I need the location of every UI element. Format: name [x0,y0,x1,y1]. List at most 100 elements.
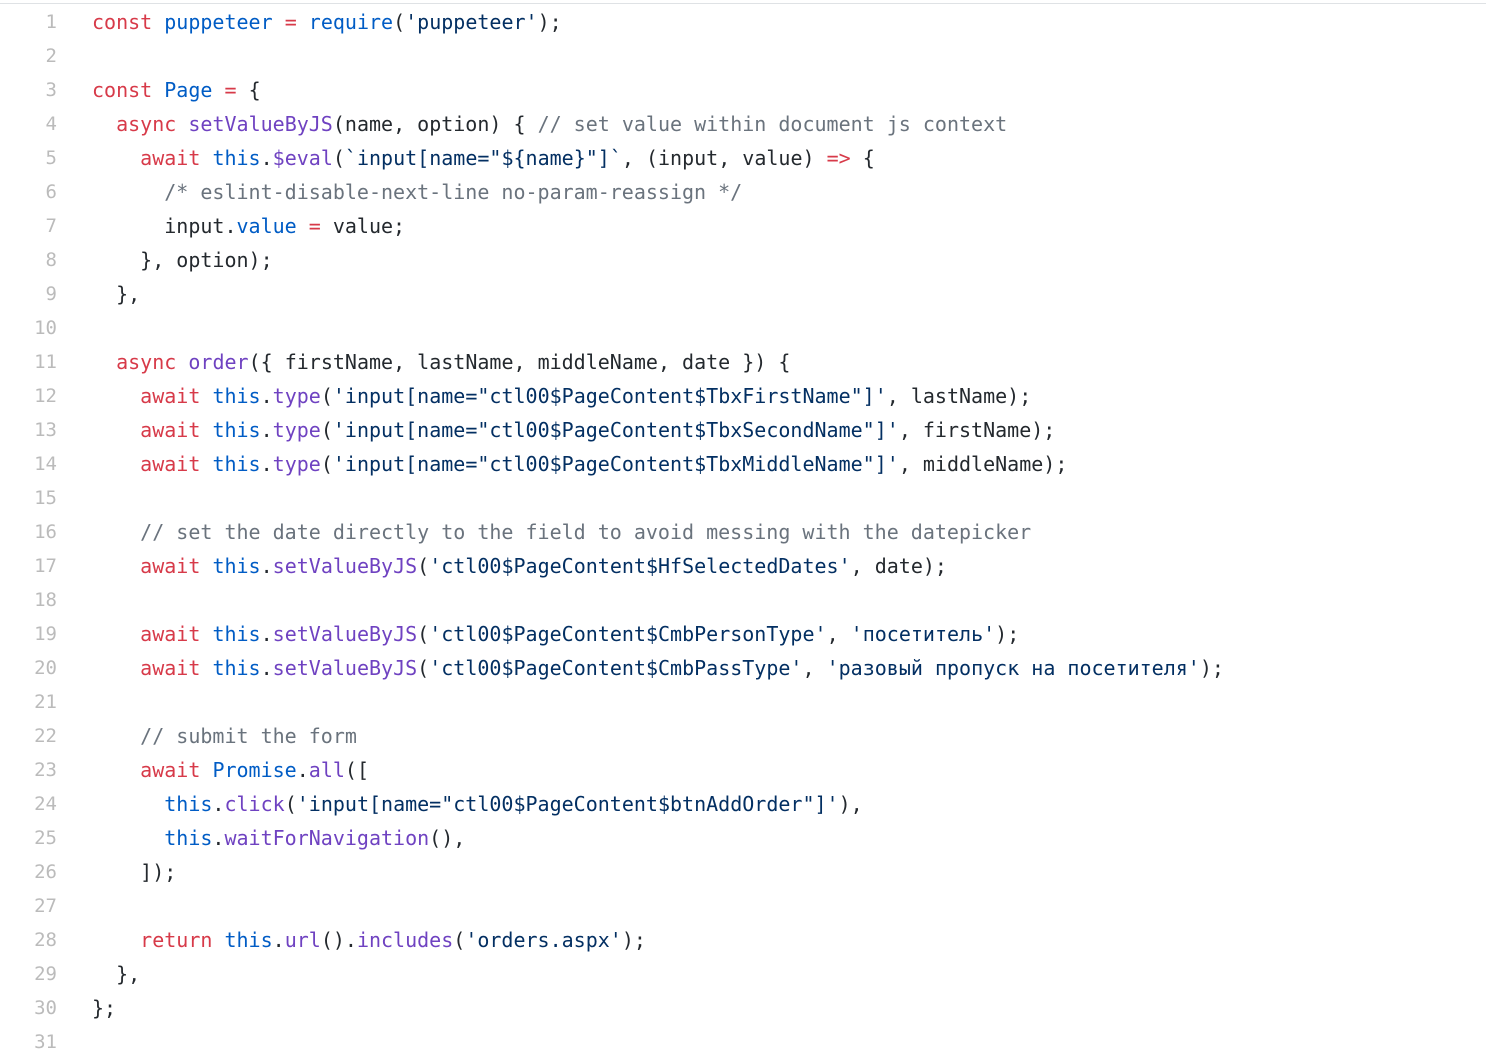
code-token [200,656,212,680]
code-token: this [164,826,213,850]
code-token: ); [537,10,562,34]
line-number[interactable]: 29 [34,963,57,985]
code-token: (name, option) { [332,112,538,136]
line-number[interactable]: 27 [34,895,57,917]
code-token [176,112,188,136]
line-number[interactable]: 16 [34,521,57,543]
line-number[interactable]: 15 [34,487,57,509]
line-number[interactable]: 31 [34,1031,57,1053]
code-line: 28 return this.url().includes('orders.as… [0,923,1486,957]
code-token [92,554,140,578]
line-number[interactable]: 26 [34,861,57,883]
code-line: 14 await this.type('input[name="ctl00$Pa… [0,447,1486,481]
code-token: ( [320,384,333,408]
line-number[interactable]: 19 [34,623,57,645]
code-token: . [260,554,273,578]
code-token: this [212,384,261,408]
code-token [200,384,212,408]
code-token [200,418,212,442]
code-token: setValueByJS [272,622,418,646]
code-token: this [212,656,261,680]
code-line: 25 this.waitForNavigation(), [0,821,1486,855]
code-line: 16 // set the date directly to the field… [0,515,1486,549]
code-token: `input[name="${name}"]` [344,146,622,170]
code-token: // set the date directly to the field to… [140,520,1032,544]
line-number[interactable]: 18 [34,589,57,611]
line-number[interactable]: 24 [34,793,57,815]
code-line: 8 }, option); [0,243,1486,277]
code-token: setValueByJS [188,112,333,136]
line-number[interactable]: 23 [34,759,57,781]
code-token [92,520,140,544]
code-token [92,180,164,204]
line-number[interactable]: 8 [45,249,57,271]
code-token: ( [332,146,345,170]
code-token: . [260,146,273,170]
code-token: type [272,418,321,442]
line-number[interactable]: 25 [34,827,57,849]
code-token: = [284,10,297,34]
code-token [200,622,212,646]
code-token: ( [284,792,297,816]
code-token: ([ [344,758,369,782]
line-number[interactable]: 10 [34,317,57,339]
code-token: return [140,928,213,952]
code-token: . [260,452,273,476]
code-token [92,418,140,442]
code-token: , middleName); [898,452,1068,476]
code-token: 'ctl00$PageContent$CmbPersonType' [429,622,827,646]
code-token: this [212,554,261,578]
line-number[interactable]: 22 [34,725,57,747]
line-number[interactable]: 4 [45,113,57,135]
code-token: const [92,78,153,102]
code-token [92,724,140,748]
code-line: 22 // submit the form [0,719,1486,753]
line-number[interactable]: 11 [34,351,57,373]
code-line: 18 [0,583,1486,617]
line-code: }, option); [92,243,272,277]
code-token: { [236,78,261,102]
line-number[interactable]: 21 [34,691,57,713]
line-number[interactable]: 14 [34,453,57,475]
code-line: 24 this.click('input[name="ctl00$PageCon… [0,787,1486,821]
code-token: setValueByJS [272,656,418,680]
code-token: ( [417,622,430,646]
code-token [200,554,212,578]
line-number[interactable]: 17 [34,555,57,577]
top-border [0,3,1486,4]
line-number[interactable]: 6 [45,181,57,203]
code-token [92,384,140,408]
code-line: 21 [0,685,1486,719]
code-token: this [224,928,273,952]
code-token [92,792,164,816]
line-number[interactable]: 12 [34,385,57,407]
code-token: . [212,826,225,850]
line-code: // set the date directly to the field to… [92,515,1031,549]
code-token: 'puppeteer' [405,10,538,34]
line-code: await Promise.all([ [92,753,369,787]
line-code: ]); [92,855,176,889]
line-number[interactable]: 2 [45,45,57,67]
line-number[interactable]: 13 [34,419,57,441]
code-line: 5 await this.$eval(`input[name="${name}"… [0,141,1486,175]
line-number[interactable]: 20 [34,657,57,679]
code-line: 4 async setValueByJS(name, option) { // … [0,107,1486,141]
code-token: puppeteer [164,10,273,34]
line-number[interactable]: 30 [34,997,57,1019]
code-line: 15 [0,481,1486,515]
code-token: await [140,656,201,680]
line-number[interactable]: 5 [45,147,57,169]
code-token: await [140,418,201,442]
code-token: ]); [92,860,177,884]
code-line: 27 [0,889,1486,923]
line-number[interactable]: 3 [45,79,57,101]
code-token: ); [995,622,1020,646]
code-token [92,350,116,374]
code-token: . [212,792,225,816]
line-number[interactable]: 28 [34,929,57,951]
line-number[interactable]: 1 [45,11,57,33]
line-number[interactable]: 7 [45,215,57,237]
line-number[interactable]: 9 [45,283,57,305]
